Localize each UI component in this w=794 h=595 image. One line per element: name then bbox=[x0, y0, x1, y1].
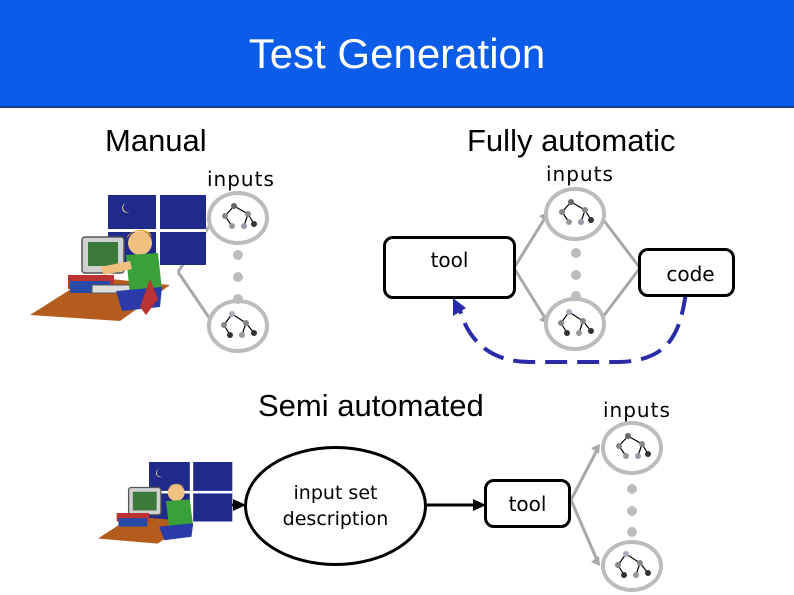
tree-icon bbox=[601, 540, 663, 592]
description-line-1: input set bbox=[293, 482, 378, 504]
tree-icon bbox=[601, 421, 663, 475]
code-box: code bbox=[638, 248, 735, 297]
auto-tool-box: tool bbox=[383, 236, 516, 299]
feedback-arrow bbox=[458, 292, 688, 364]
tree-icon bbox=[207, 191, 269, 245]
code-label: code bbox=[666, 261, 715, 286]
tree-icon bbox=[544, 187, 606, 241]
auto-fan-lines bbox=[512, 217, 642, 319]
semi-fan-lines bbox=[569, 449, 599, 561]
semi-inputs-label: inputs bbox=[603, 398, 671, 422]
feedback-arrowhead bbox=[453, 298, 466, 316]
ellipsis-dots bbox=[233, 248, 637, 537]
input-set-description-oval: input set description bbox=[244, 446, 427, 566]
semi-tool-box: tool bbox=[484, 479, 571, 528]
manual-inputs-label: inputs bbox=[207, 167, 275, 191]
page-title: Test Generation bbox=[248, 30, 546, 77]
auto-tool-label: tool bbox=[430, 247, 469, 272]
description-line-2: description bbox=[282, 508, 389, 530]
manual-heading: Manual bbox=[105, 123, 207, 158]
person-computer-icon bbox=[98, 462, 233, 544]
title-bar: Test Generation bbox=[0, 0, 794, 108]
auto-inputs-label: inputs bbox=[546, 162, 614, 186]
semi-automated-heading: Semi automated bbox=[258, 388, 484, 423]
tree-icon bbox=[544, 297, 606, 351]
person-computer-icon bbox=[30, 195, 206, 321]
semi-tool-label: tool bbox=[508, 491, 547, 516]
fully-automatic-heading: Fully automatic bbox=[467, 123, 676, 158]
tree-icon bbox=[207, 299, 269, 353]
